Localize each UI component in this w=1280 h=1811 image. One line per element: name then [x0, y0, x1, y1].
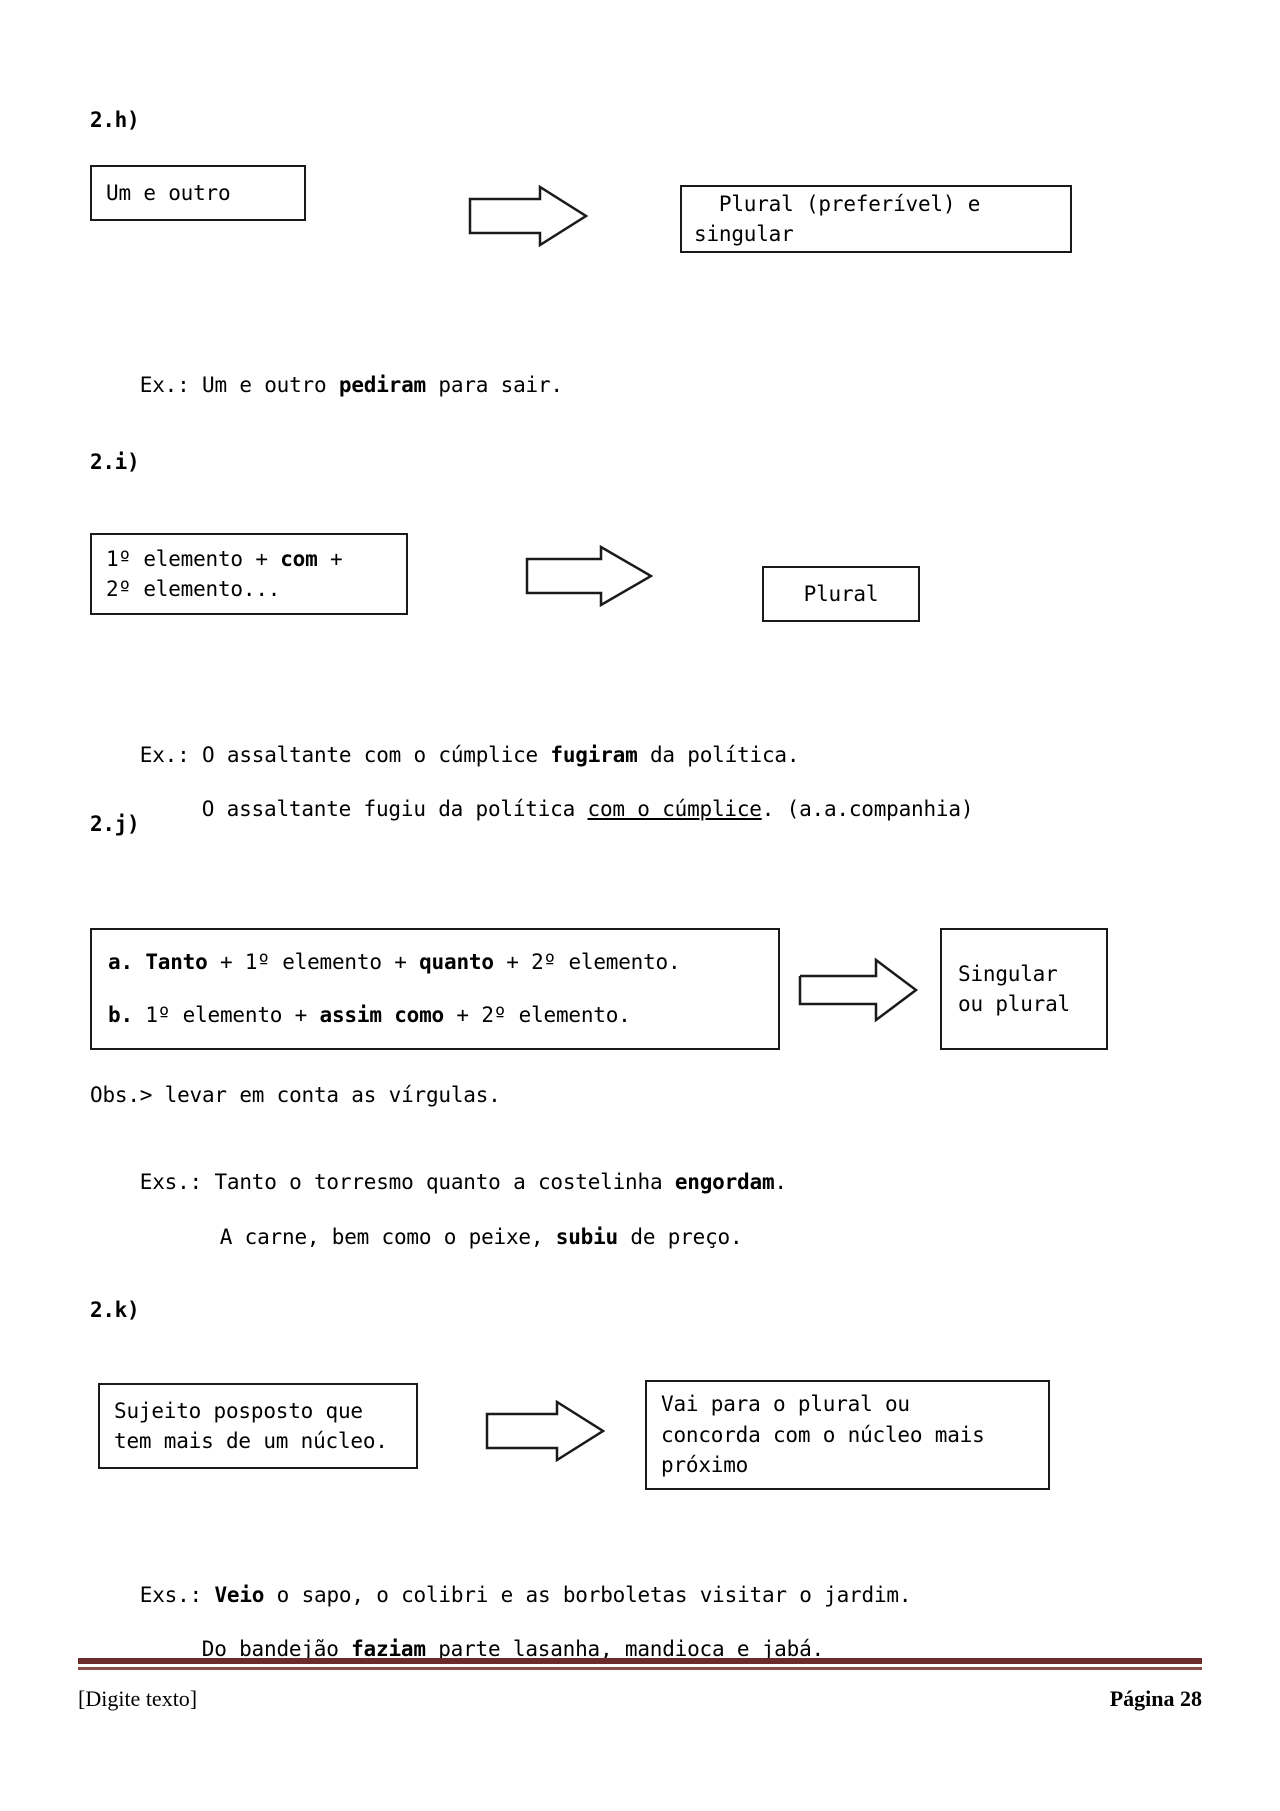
page-number: Página 28: [1109, 1686, 1202, 1711]
example-2k-2-prefix: Do bandejão: [201, 1636, 352, 1661]
box-2h-result-line-2: singular: [694, 222, 794, 246]
section-label-2i: 2.i): [90, 450, 140, 474]
right-arrow-icon-2k: [485, 1400, 605, 1462]
example-2j-2-suffix: de preço.: [617, 1224, 743, 1249]
example-2i-2-prefix: O assaltante fugiu da política: [201, 796, 588, 821]
box-2j-row-b-t1: + 2º elemento.: [443, 1003, 631, 1028]
box-2k-source: Sujeito posposto que tem mais de um núcl…: [98, 1383, 418, 1469]
example-2k-2: Do bandejão faziam parte lasanha, mandio…: [152, 1602, 824, 1697]
box-2j-result-line-1: Singular: [958, 961, 1058, 986]
box-2k-source-line-2: tem mais de um núcleo.: [114, 1429, 388, 1453]
example-2i-2-suffix: . (a.a.companhia): [761, 796, 974, 821]
box-2k-result: Vai para o plural ou concorda com o núcl…: [645, 1380, 1050, 1490]
example-2k-1: Exs.: Veio o sapo, o colibri e as borbol…: [90, 1548, 912, 1643]
section-label-2h: 2.h): [90, 108, 140, 132]
example-2k-1-suffix: o sapo, o colibri e as borboletas visita…: [264, 1582, 912, 1607]
box-2k-result-line-3: próximo: [661, 1453, 749, 1478]
box-2i-source: 1º elemento + com + 2º elemento...: [90, 533, 408, 615]
box-2j-row-a-b2: quanto: [419, 950, 494, 975]
box-2i-source-line-2: 2º elemento...: [106, 577, 281, 601]
box-2k-source-line-1: Sujeito posposto que: [114, 1398, 363, 1423]
box-2h-result: Plural (preferível) e singular: [680, 185, 1072, 253]
box-2j-result-line-2: ou plural: [958, 992, 1070, 1016]
example-2k-2-bold: faziam: [351, 1636, 426, 1661]
box-2i-source-line-1: 1º elemento + com +: [106, 544, 392, 574]
box-2j-row-b-marker: b.: [108, 1003, 133, 1028]
footer-divider: [78, 1658, 1202, 1670]
example-2h-1-bold: pediram: [338, 372, 426, 397]
example-2k-1-prefix: Exs.:: [139, 1582, 215, 1607]
example-2j-2-bold: subiu: [555, 1224, 618, 1249]
note-2j: Obs.> levar em conta as vírgulas.: [90, 1083, 501, 1107]
example-2j-1: Exs.: Tanto o torresmo quanto a costelin…: [90, 1135, 787, 1230]
footer-divider-thin: [78, 1667, 1202, 1670]
box-2j-row-a-b1: Tanto: [145, 950, 208, 975]
example-2i-2: O assaltante fugiu da política com o cúm…: [152, 762, 974, 857]
footer-divider-gap: [78, 1664, 1202, 1667]
box-2h-source: Um e outro: [90, 165, 306, 221]
example-2i-1-prefix: Ex.: O assaltante com o cúmplice: [139, 742, 551, 767]
example-2j-2-prefix: A carne, bem como o peixe,: [219, 1224, 556, 1249]
box-2i-line1-bold: com: [280, 546, 318, 571]
example-2i-1: Ex.: O assaltante com o cúmplice fugiram…: [90, 708, 800, 803]
box-2i-line1-post: +: [317, 546, 343, 571]
example-2i-2-underline: com o cúmplice: [587, 796, 762, 821]
box-2h-source-line: Um e outro: [106, 180, 231, 205]
right-arrow-icon-2h: [468, 185, 588, 247]
box-2j-row-b-t0: 1º elemento +: [132, 1003, 320, 1028]
box-2j-result: Singular ou plural: [940, 928, 1108, 1050]
box-2j-row-a: a. Tanto + 1º elemento + quanto + 2º ele…: [108, 947, 762, 977]
footer-divider-thick: [78, 1658, 1202, 1664]
box-2k-result-line-2: concorda com o núcleo mais: [661, 1422, 985, 1447]
box-2j-row-b-b1: assim como: [319, 1003, 445, 1028]
example-2k-1-bold: Veio: [214, 1582, 265, 1607]
box-2k-result-line-1: Vai para o plural ou: [661, 1392, 910, 1417]
example-2h-1-prefix: Ex.: Um e outro: [139, 372, 339, 397]
example-2h-1-suffix: para sair.: [425, 372, 563, 397]
box-2i-result-line: Plural: [803, 581, 879, 606]
section-label-2k: 2.k): [90, 1298, 140, 1322]
box-2j-row-b: b. 1º elemento + assim como + 2º element…: [108, 1000, 762, 1030]
example-2h-1: Ex.: Um e outro pediram para sair.: [90, 338, 563, 433]
box-2j-row-a-marker: a.: [108, 950, 133, 975]
box-2j-row-a-t2: + 2º elemento.: [493, 950, 681, 975]
box-2i-result: Plural: [762, 566, 920, 622]
example-2k-2-suffix: parte lasanha, mandioca e jabá.: [425, 1636, 824, 1661]
section-label-2j: 2.j): [90, 812, 140, 836]
example-2i-1-bold: fugiram: [550, 742, 638, 767]
example-2j-1-bold: engordam: [674, 1169, 775, 1194]
example-2j-1-suffix: .: [774, 1169, 787, 1194]
example-2j-2: A carne, bem como o peixe, subiu de preç…: [170, 1190, 743, 1285]
right-arrow-icon-2i: [525, 545, 653, 607]
box-2j-source: a. Tanto + 1º elemento + quanto + 2º ele…: [90, 928, 780, 1050]
example-2j-1-prefix: Exs.: Tanto o torresmo quanto a costelin…: [139, 1169, 675, 1194]
box-2j-row-a-t1: + 1º elemento +: [207, 950, 420, 975]
box-2h-result-line-1: Plural (preferível) e: [694, 191, 981, 216]
right-arrow-icon-2j: [798, 952, 918, 1028]
example-2i-1-suffix: da política.: [637, 742, 800, 767]
footer-placeholder-text: [Digite texto]: [78, 1686, 198, 1711]
box-2i-line1-pre: 1º elemento +: [106, 546, 281, 571]
